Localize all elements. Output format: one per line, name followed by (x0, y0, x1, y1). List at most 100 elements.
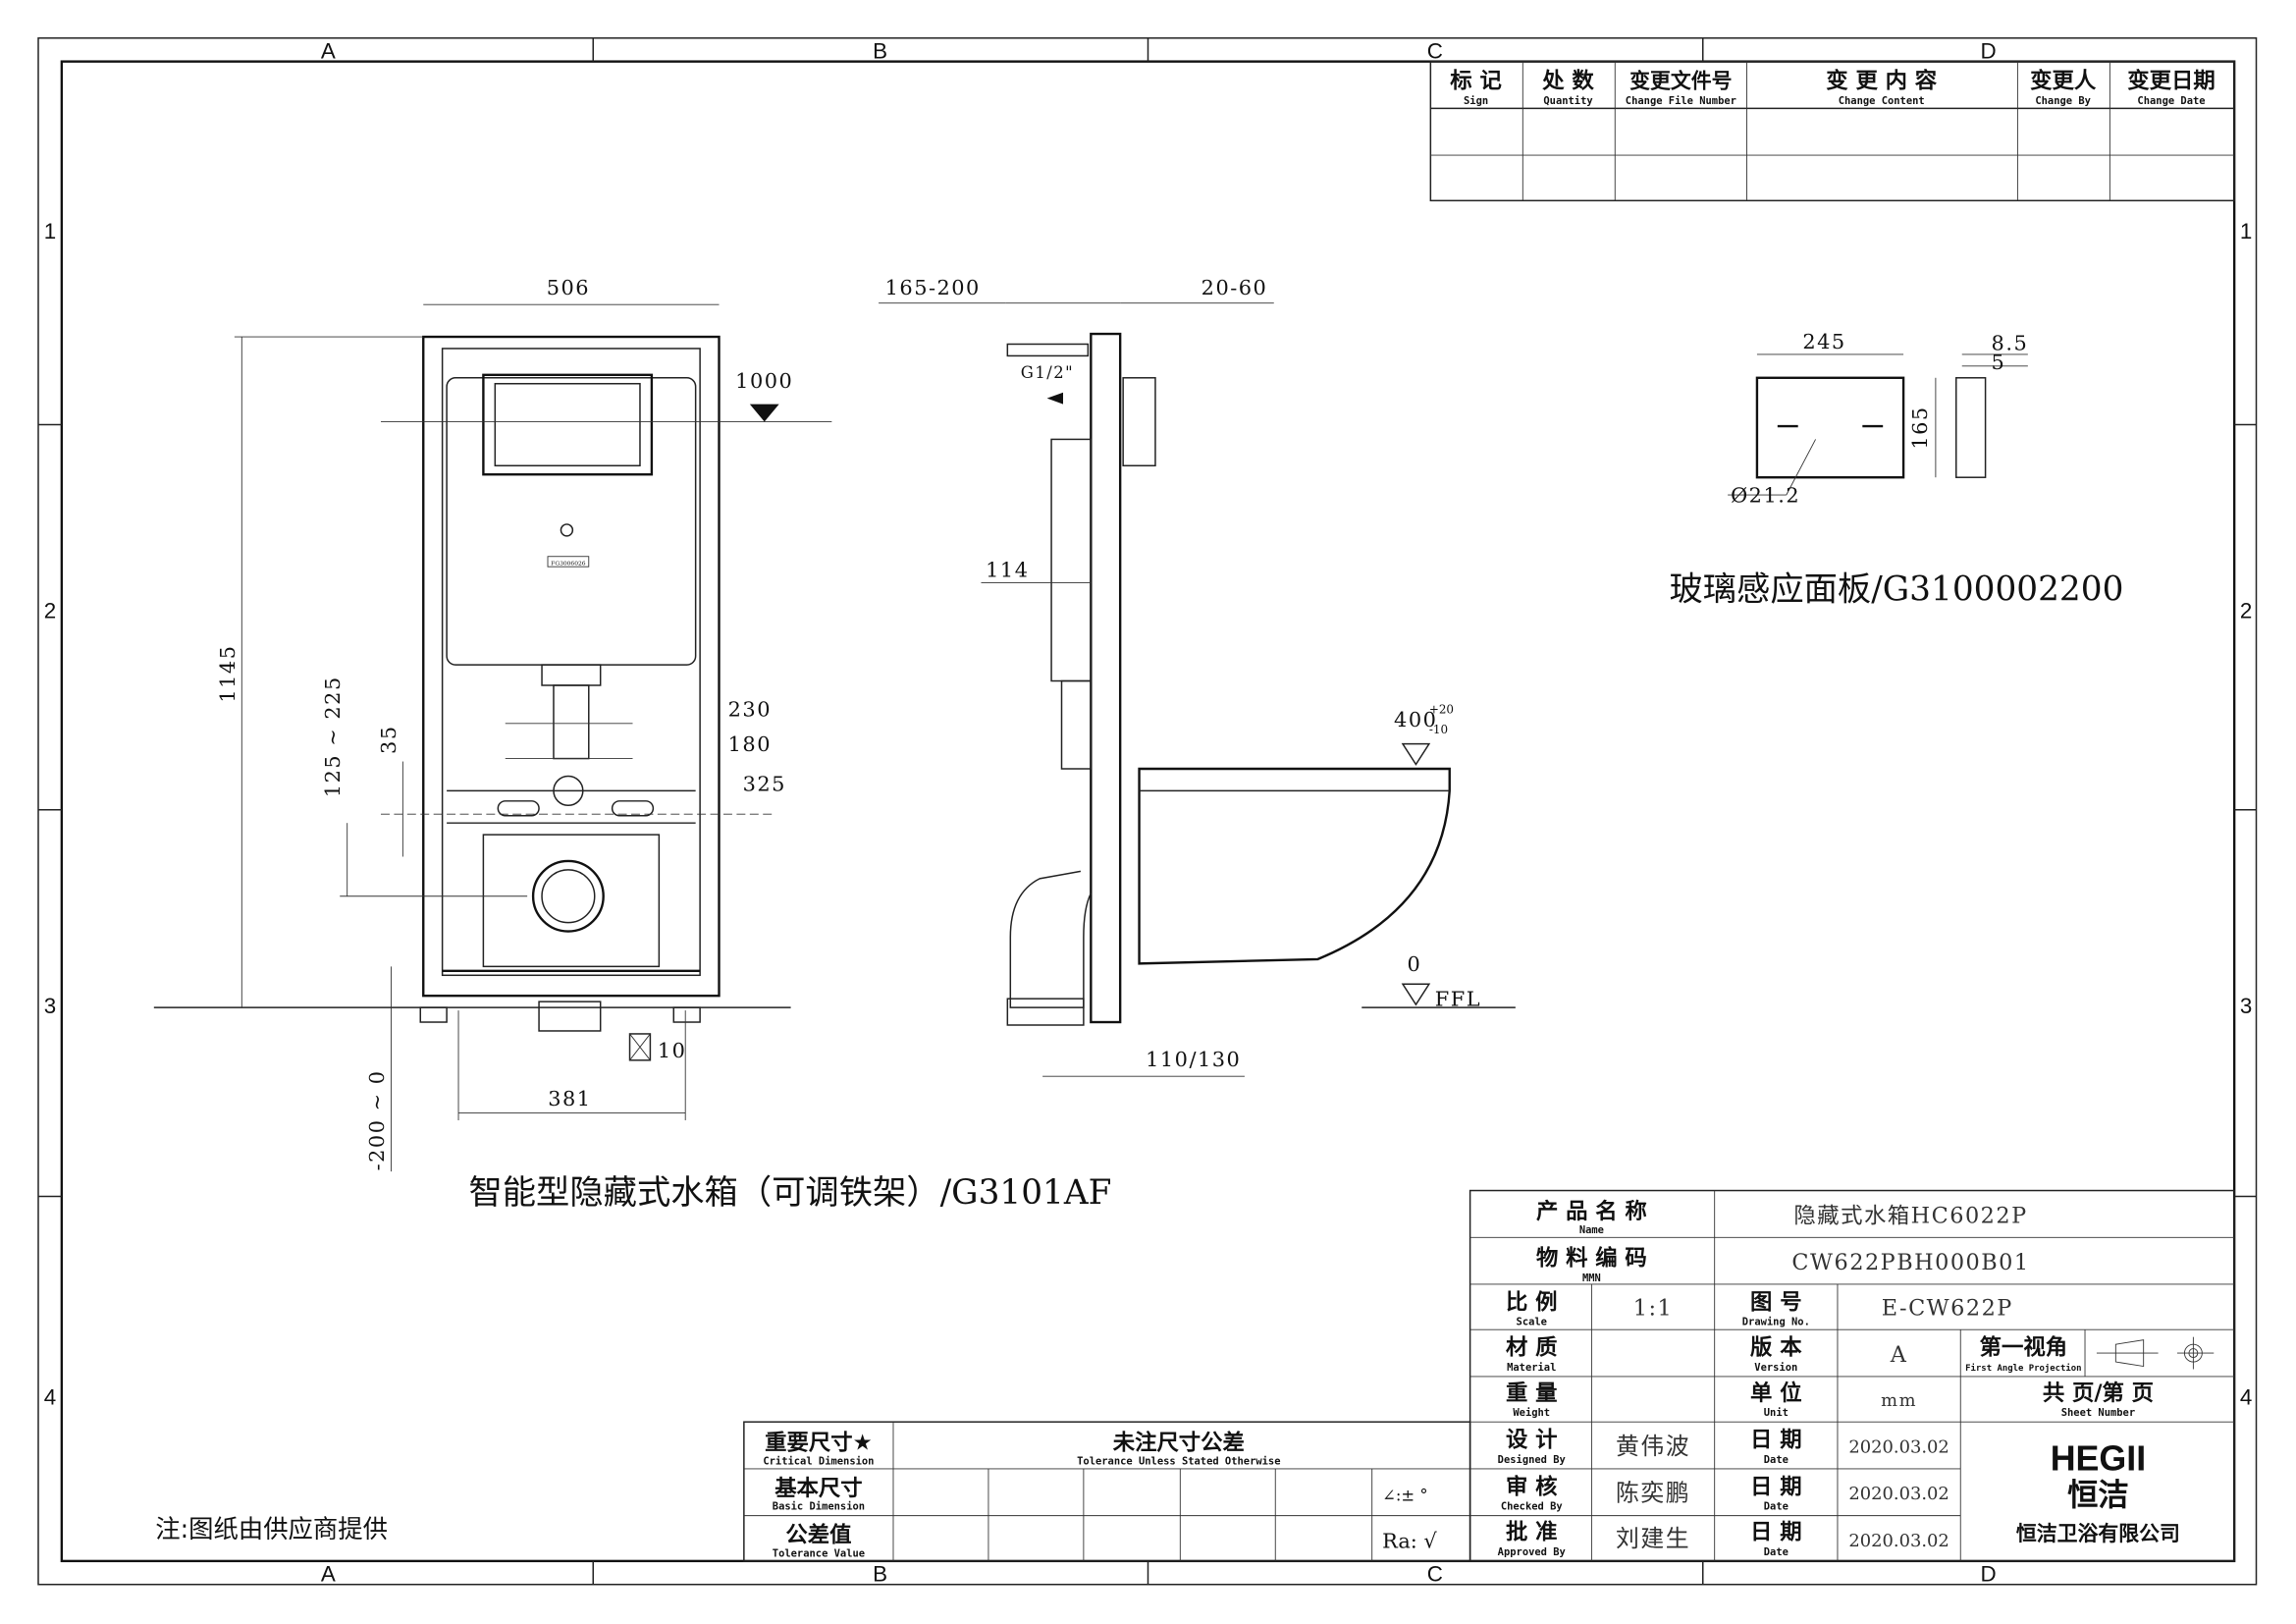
tb-sheet-label-en: Sheet Number (2061, 1407, 2135, 1419)
tb-approved-label: 批 准 (1506, 1519, 1558, 1544)
tb-designed-label-en: Designed By (1498, 1454, 1566, 1466)
rev-header-date: 变更日期 (2127, 67, 2215, 93)
title-block: 产 品 名 称 Name 隐藏式水箱HC6022P 物 料 编 码 MMN CW… (1468, 1189, 2235, 1562)
tb-scale-value: 1:1 (1633, 1295, 1673, 1321)
tb-version-label: 版 本 (1750, 1334, 1802, 1361)
roughness: Ra: √ (1382, 1529, 1437, 1552)
tb-drawing-no-label-en: Drawing No. (1742, 1317, 1810, 1328)
zone-row-3-right: 3 (2240, 994, 2252, 1018)
zone-row-3: 3 (44, 994, 56, 1018)
rev-header-content: 变 更 内 容 (1826, 67, 1937, 93)
tb-checked-date: 2020.03.02 (1848, 1484, 1949, 1504)
dim-125-225: 125 ~ 225 (321, 676, 345, 797)
front-view-cistern: FG3006026 506 1145 1000 230 180 325 35 1… (153, 276, 1111, 1213)
rev-header-quantity: 处 数 (1541, 68, 1594, 93)
glass-panel-view: 245 165 8.5 5 Ø21.2 玻璃感应面板/G3100002200 (1669, 330, 2123, 610)
dim-165-200: 165-200 (885, 276, 981, 299)
tb-name-label: 产 品 名 称 (1536, 1198, 1647, 1224)
panel-dim-dia: Ø21.2 (1731, 484, 1800, 508)
tb-drawing-no-label: 图 号 (1750, 1289, 1802, 1315)
dim-ffl: FFL (1435, 988, 1481, 1011)
tb-unit-value: mm (1881, 1390, 1917, 1411)
dim-381: 381 (548, 1087, 591, 1110)
tb-sheet-label: 共 页/第 页 (2043, 1380, 2154, 1406)
company-name: 恒洁卫浴有限公司 (2016, 1522, 2180, 1545)
zone-col-b: B (873, 39, 887, 64)
tb-approved-label-en: Approved By (1498, 1546, 1566, 1558)
tb-mmn-label: 物 料 编 码 (1536, 1245, 1647, 1272)
tolerance-unstated-en: Tolerance Unless Stated Otherwise (1077, 1455, 1280, 1467)
zone-col-c-bottom: C (1427, 1562, 1443, 1587)
dim-minus200-0: -200 ~ 0 (365, 1070, 389, 1171)
panel-dim-8-5: 8.5 (1992, 331, 2029, 354)
tb-drawing-no-value: E-CW622P (1882, 1295, 2013, 1321)
tb-weight-label-en: Weight (1513, 1407, 1550, 1419)
tb-designed-date-label-en: Date (1764, 1454, 1789, 1466)
tb-designed-date: 2020.03.02 (1848, 1437, 1949, 1458)
zone-row-4: 4 (44, 1384, 56, 1409)
dim-10: 10 (658, 1039, 687, 1062)
tb-unit-label-en: Unit (1764, 1407, 1789, 1419)
dim-button-height: 1000 (735, 369, 793, 393)
dim-height: 1145 (216, 645, 240, 703)
tb-name-label-en: Name (1579, 1224, 1604, 1236)
tb-checked-date-label-en: Date (1764, 1501, 1789, 1513)
supplier-note: 注:图纸由供应商提供 (155, 1514, 388, 1543)
side-view: 165-200 20-60 G1/2" 114 110/130 400 +20 … (879, 276, 1516, 1077)
angle-tolerance: ∠:± ° (1382, 1487, 1427, 1505)
tb-checked-date-label: 日 期 (1750, 1474, 1802, 1499)
rev-header-file: 变更文件号 (1629, 69, 1732, 92)
critical-dimension-en: Critical Dimension (763, 1455, 874, 1467)
logo-brand-cn: 恒洁 (2067, 1478, 2129, 1513)
rev-header-date-en: Change Date (2137, 95, 2205, 107)
tb-material-label: 材 质 (1506, 1335, 1558, 1361)
logo-brand: HEGII (2051, 1438, 2146, 1478)
tb-designed-value: 黄伟波 (1616, 1433, 1690, 1460)
tb-name-value: 隐藏式水箱HC6022P (1793, 1203, 2027, 1228)
tb-weight-label: 重 量 (1506, 1380, 1558, 1406)
zone-col-b-bottom: B (873, 1562, 887, 1587)
dim-seat-height: 400 (1394, 708, 1437, 731)
tb-mmn-label-en: MMN (1582, 1272, 1601, 1284)
rev-header-by-en: Change By (2035, 95, 2091, 107)
tb-material-label-en: Material (1507, 1362, 1556, 1374)
dim-width: 506 (547, 276, 590, 299)
revision-table: 标 记 Sign 处 数 Quantity 变更文件号 Change File … (1429, 60, 2235, 202)
dim-seat-tol-minus: -10 (1429, 723, 1448, 736)
zone-col-a: A (321, 39, 336, 64)
tb-designed-label: 设 计 (1506, 1428, 1558, 1453)
tolerance-table: 重要尺寸★ Critical Dimension 未注尺寸公差 Toleranc… (743, 1421, 1471, 1562)
dim-110-130: 110/130 (1146, 1048, 1241, 1071)
tb-approved-value: 刘建生 (1616, 1525, 1690, 1552)
dim-180: 180 (728, 732, 772, 756)
panel-dim-width: 245 (1802, 330, 1845, 353)
tb-checked-value: 陈奕鹏 (1616, 1480, 1690, 1507)
tb-mmn-value: CW622PBH000B01 (1791, 1250, 2029, 1275)
dim-seat-tol-plus: +20 (1429, 702, 1454, 716)
zone-col-d: D (1981, 39, 1997, 64)
dim-20-60: 20-60 (1201, 276, 1268, 299)
panel-title: 玻璃感应面板/G3100002200 (1669, 569, 2123, 609)
front-view-title: 智能型隐藏式水箱（可调铁架）/G3101AF (468, 1173, 1111, 1213)
tb-unit-label: 单 位 (1750, 1380, 1802, 1406)
rev-header-sign: 标 记 (1450, 68, 1502, 93)
critical-dimension: 重要尺寸★ (765, 1431, 872, 1456)
tb-version-label-en: Version (1754, 1362, 1797, 1374)
basic-dimension-en: Basic Dimension (773, 1501, 865, 1513)
dim-zero: 0 (1407, 952, 1421, 976)
hegii-logo: HEGII 恒洁 恒洁卫浴有限公司 (2016, 1438, 2180, 1545)
basic-dimension: 基本尺寸 (774, 1476, 862, 1501)
dim-114: 114 (986, 559, 1029, 582)
tolerance-value: 公差值 (785, 1521, 851, 1547)
zone-row-2-right: 2 (2240, 598, 2252, 623)
zone-row-4-right: 4 (2240, 1384, 2252, 1409)
dim-35: 35 (377, 725, 400, 754)
rev-header-content-en: Change Content (1839, 95, 1925, 107)
label-plate: FG3006026 (551, 561, 586, 568)
zone-row-2: 2 (44, 598, 56, 623)
rev-header-file-en: Change File Number (1626, 95, 1736, 107)
dim-230: 230 (728, 697, 772, 721)
tb-approved-date-label-en: Date (1764, 1546, 1789, 1558)
zone-col-c: C (1427, 39, 1443, 64)
